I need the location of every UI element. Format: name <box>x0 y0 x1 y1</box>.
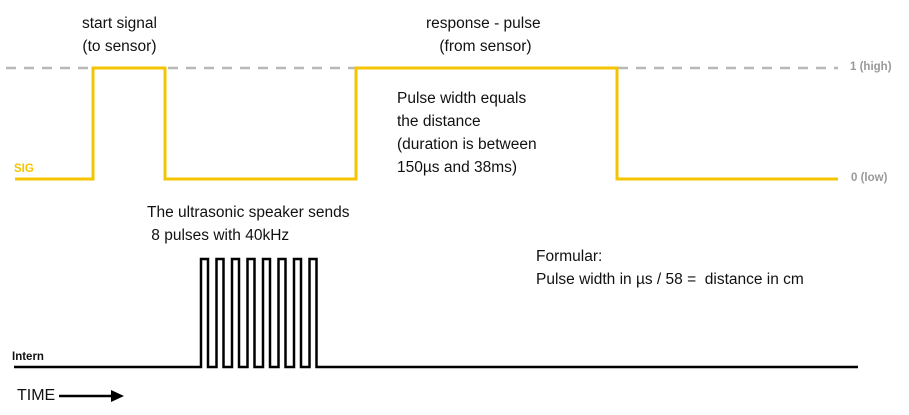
sig-label: SIG <box>14 163 34 175</box>
response-pulse-label: response - pulse (from sensor) <box>426 15 541 55</box>
sig-waveform <box>15 66 838 181</box>
time-label: TIME <box>17 387 56 404</box>
ultrasonic-label: The ultrasonic speaker sends 8 pulses wi… <box>147 204 350 244</box>
intern-waveform <box>14 257 858 369</box>
arrow-right-icon <box>59 390 125 402</box>
high-level-label: 1 (high) <box>850 61 892 73</box>
low-level-label: 0 (low) <box>851 172 888 184</box>
pulse-width-label: Pulse width equals the distance (duratio… <box>397 90 537 176</box>
time-axis-label: TIME <box>17 387 125 405</box>
formula-label: Formular: Pulse width in µs / 58 = dista… <box>536 248 804 288</box>
intern-label: Intern <box>12 351 44 363</box>
start-signal-label: start signal (to sensor) <box>82 15 157 55</box>
